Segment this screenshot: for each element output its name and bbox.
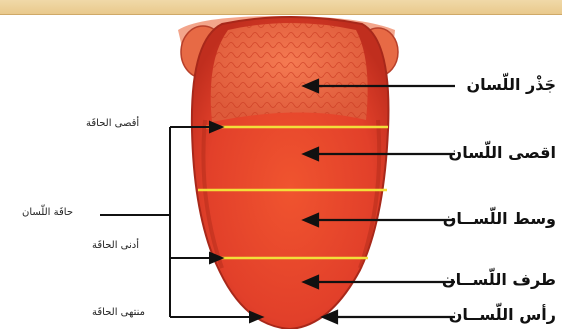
label-muntaha-hafa: منتهى الحافَة [92,307,145,318]
label-posterior: اقصى اللّسان [449,143,556,162]
label-tip: رأس اللّســان [449,305,556,324]
label-adna-hafa: أدنى الحافَة [92,240,139,251]
label-hafa: حافَة اللّسان [22,207,73,218]
label-aqsa-hafa: أقصى الحافَة [86,118,139,129]
label-blade: طرف اللّســان [442,270,556,289]
label-middle: وسط اللّســان [443,209,556,228]
label-root: جَذْر اللّسان [466,75,556,94]
